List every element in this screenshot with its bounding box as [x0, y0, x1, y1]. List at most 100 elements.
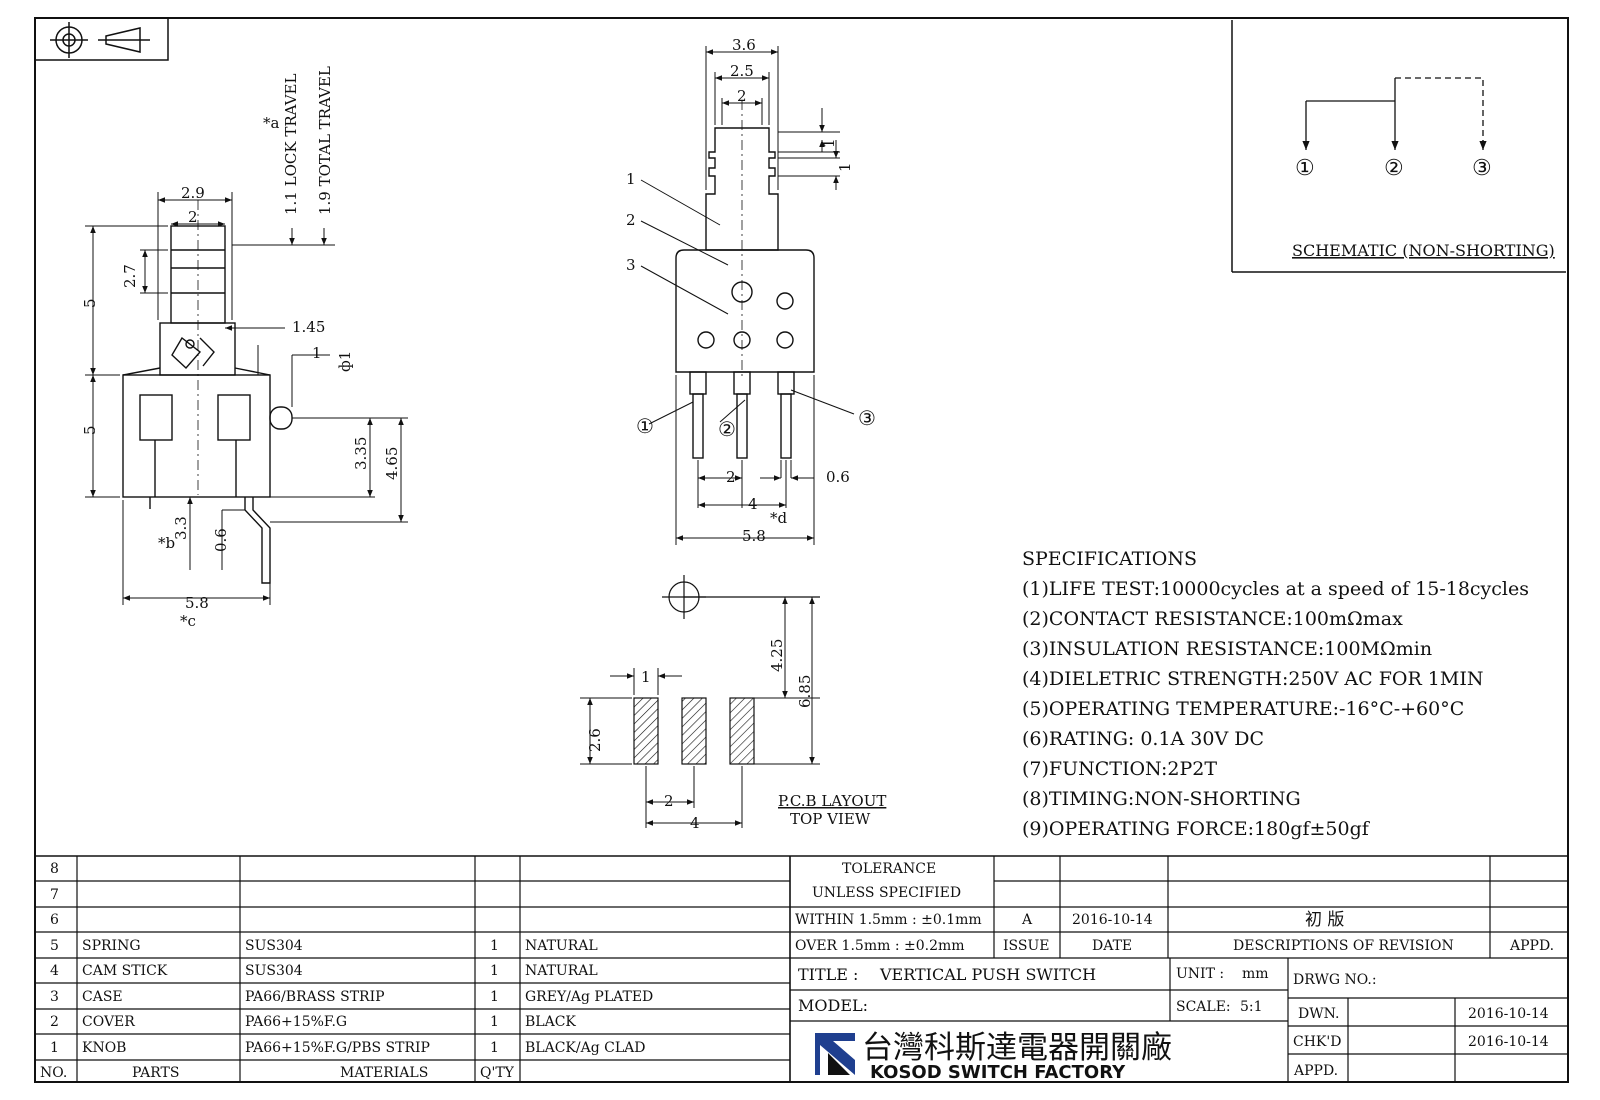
- bom-no: 4: [50, 963, 59, 979]
- dim-2-7: 2.7: [121, 264, 139, 288]
- sheet-border: [34, 17, 1569, 1083]
- side-view: [122, 200, 293, 584]
- table-row: 4 CAM STICK SUS304 1 NATURAL: [50, 963, 598, 979]
- dim-0-6: 0.6: [212, 528, 230, 552]
- drwg-label: DRWG NO.:: [1293, 972, 1377, 988]
- bom-material: PA66+15%F.G: [245, 1014, 347, 1030]
- schematic-title: SCHEMATIC (NON-SHORTING): [1292, 241, 1555, 260]
- table-row: 2 COVER PA66+15%F.G 1 BLACK: [50, 1014, 576, 1030]
- pin-callout-1: ①: [636, 414, 654, 438]
- dwn-label: DWN.: [1298, 1006, 1339, 1022]
- chkd-label: CHK'D: [1293, 1034, 1341, 1050]
- dim-5-upper: 5: [81, 298, 99, 308]
- bom-header-no: NO.: [40, 1065, 67, 1081]
- tolerance-over: OVER 1.5mm : ±0.2mm: [795, 938, 965, 954]
- bom-no: 6: [50, 912, 59, 928]
- lock-travel-label: 1.1 LOCK TRAVEL: [282, 74, 300, 215]
- spec-item: (8)TIMING:NON-SHORTING: [1022, 788, 1301, 810]
- pcb-dim-2: 2: [664, 792, 674, 810]
- table-row: 3 CASE PA66/BRASS STRIP 1 GREY/Ag PLATED: [50, 989, 653, 1005]
- note-b: *b: [158, 534, 175, 552]
- kosod-logo-mark: [815, 1033, 855, 1075]
- dim-5-8-side: 5.8: [185, 594, 209, 612]
- pcb-dim-2-6: 2.6: [586, 728, 604, 752]
- table-row: 1 KNOB PA66+15%F.G/PBS STRIP 1 BLACK/Ag …: [50, 1040, 645, 1056]
- pcb-dimensions: [580, 597, 820, 828]
- note-c: *c: [180, 612, 196, 630]
- spec-item: (4)DIELETRIC STRENGTH:250V AC FOR 1MIN: [1022, 668, 1483, 690]
- spec-item: (3)INSULATION RESISTANCE:100MΩmin: [1022, 638, 1432, 660]
- bom-material: PA66+15%F.G/PBS STRIP: [245, 1040, 430, 1056]
- title-value: VERTICAL PUSH SWITCH: [879, 965, 1096, 984]
- dim-1-side: 1: [312, 344, 322, 362]
- bom-part: CASE: [82, 989, 123, 1005]
- table-row: 8: [50, 861, 59, 877]
- bom-finish: BLACK/Ag CLAD: [525, 1040, 645, 1056]
- dim-3-3: 3.3: [172, 516, 190, 540]
- pcb-layout-subtitle: TOP VIEW: [790, 810, 871, 828]
- bom-no: 5: [50, 938, 59, 954]
- spec-item: (1)LIFE TEST:10000cycles at a speed of 1…: [1022, 578, 1529, 600]
- bom-material: SUS304: [245, 963, 303, 979]
- dim-4-pitch: 4: [748, 495, 758, 513]
- side-view-labels: *a 1.1 LOCK TRAVEL 1.9 TOTAL TRAVEL 2.9 …: [81, 66, 401, 630]
- dim-1-45: 1.45: [292, 318, 325, 336]
- unit-label: UNIT :: [1176, 966, 1224, 982]
- bom-finish: BLACK: [525, 1014, 576, 1030]
- dwn-date: 2016-10-14: [1468, 1006, 1549, 1022]
- bom-qty: 1: [490, 1014, 499, 1030]
- pcb-layout-title: P.C.B LAYOUT: [778, 792, 886, 810]
- scale-value: 5:1: [1240, 999, 1263, 1015]
- pin-callout-3: ③: [858, 406, 876, 430]
- dim-1-b: 1: [836, 162, 854, 172]
- company-logo: 台灣科斯達電器開關廠 KOSOD SWITCH FACTORY: [815, 1030, 1172, 1083]
- note-a: *a: [263, 114, 280, 132]
- bom-finish: NATURAL: [525, 938, 598, 954]
- dim-4-65: 4.65: [383, 447, 401, 480]
- pcb-dim-4-25: 4.25: [768, 639, 786, 672]
- dim-2-9: 2.9: [181, 184, 205, 202]
- spec-item: (5)OPERATING TEMPERATURE:-16°C-+60°C: [1022, 698, 1464, 720]
- spec-item: (9)OPERATING FORCE:180gf±50gf: [1022, 818, 1371, 840]
- table-row: 7: [50, 887, 59, 903]
- total-travel-label: 1.9 TOTAL TRAVEL: [316, 66, 334, 215]
- company-name-cn: 台灣科斯達電器開關廠: [862, 1030, 1172, 1066]
- schematic-labels: ① ② ③ SCHEMATIC (NON-SHORTING): [1292, 156, 1555, 260]
- dim-phi1: ф1: [336, 351, 354, 372]
- pcb-dim-6-85: 6.85: [796, 675, 814, 708]
- bom-part: COVER: [82, 1014, 135, 1030]
- bom-no: 7: [50, 887, 59, 903]
- schematic-terminal-1: ①: [1295, 156, 1315, 181]
- front-view-labels: 3.6 2.5 2 1 1 1 2 3 ① ② ③ 2 4 0.6 *d 5.8: [626, 36, 876, 545]
- tolerance-line1: TOLERANCE: [842, 861, 936, 877]
- bom-material: SUS304: [245, 938, 303, 954]
- dim-3-6: 3.6: [732, 36, 756, 54]
- bom-part: SPRING: [82, 938, 141, 954]
- specifications: SPECIFICATIONS (1)LIFE TEST:10000cycles …: [1022, 548, 1529, 840]
- tolerance-within: WITHIN 1.5mm : ±0.1mm: [795, 912, 982, 928]
- pcb-dim-4: 4: [690, 814, 700, 832]
- bom-no: 1: [50, 1040, 59, 1056]
- projection-symbol: [34, 17, 169, 61]
- bom-finish: GREY/Ag PLATED: [525, 989, 653, 1005]
- schematic-box: [1231, 20, 1566, 273]
- bom-header-parts: PARTS: [132, 1065, 179, 1081]
- front-view: [675, 100, 815, 459]
- bom-qty: 1: [490, 963, 499, 979]
- bom-material: PA66/BRASS STRIP: [245, 989, 385, 1005]
- bom-finish: NATURAL: [525, 963, 598, 979]
- bom-part: KNOB: [82, 1040, 126, 1056]
- title-label: TITLE :: [798, 965, 858, 984]
- spec-item: (7)FUNCTION:2P2T: [1022, 758, 1217, 780]
- revision-header-issue: ISSUE: [1003, 938, 1049, 954]
- table-grid: [35, 855, 1568, 1082]
- bom-header-materials: MATERIALS: [340, 1065, 428, 1081]
- dim-2-top: 2: [188, 208, 198, 226]
- dim-2-knob: 2: [737, 87, 747, 105]
- note-d: *d: [770, 509, 788, 527]
- revision-issue: A: [1021, 912, 1033, 928]
- bom-qty: 1: [490, 938, 499, 954]
- dim-0-6-pin: 0.6: [826, 468, 850, 486]
- bom-qty: 1: [490, 1040, 499, 1056]
